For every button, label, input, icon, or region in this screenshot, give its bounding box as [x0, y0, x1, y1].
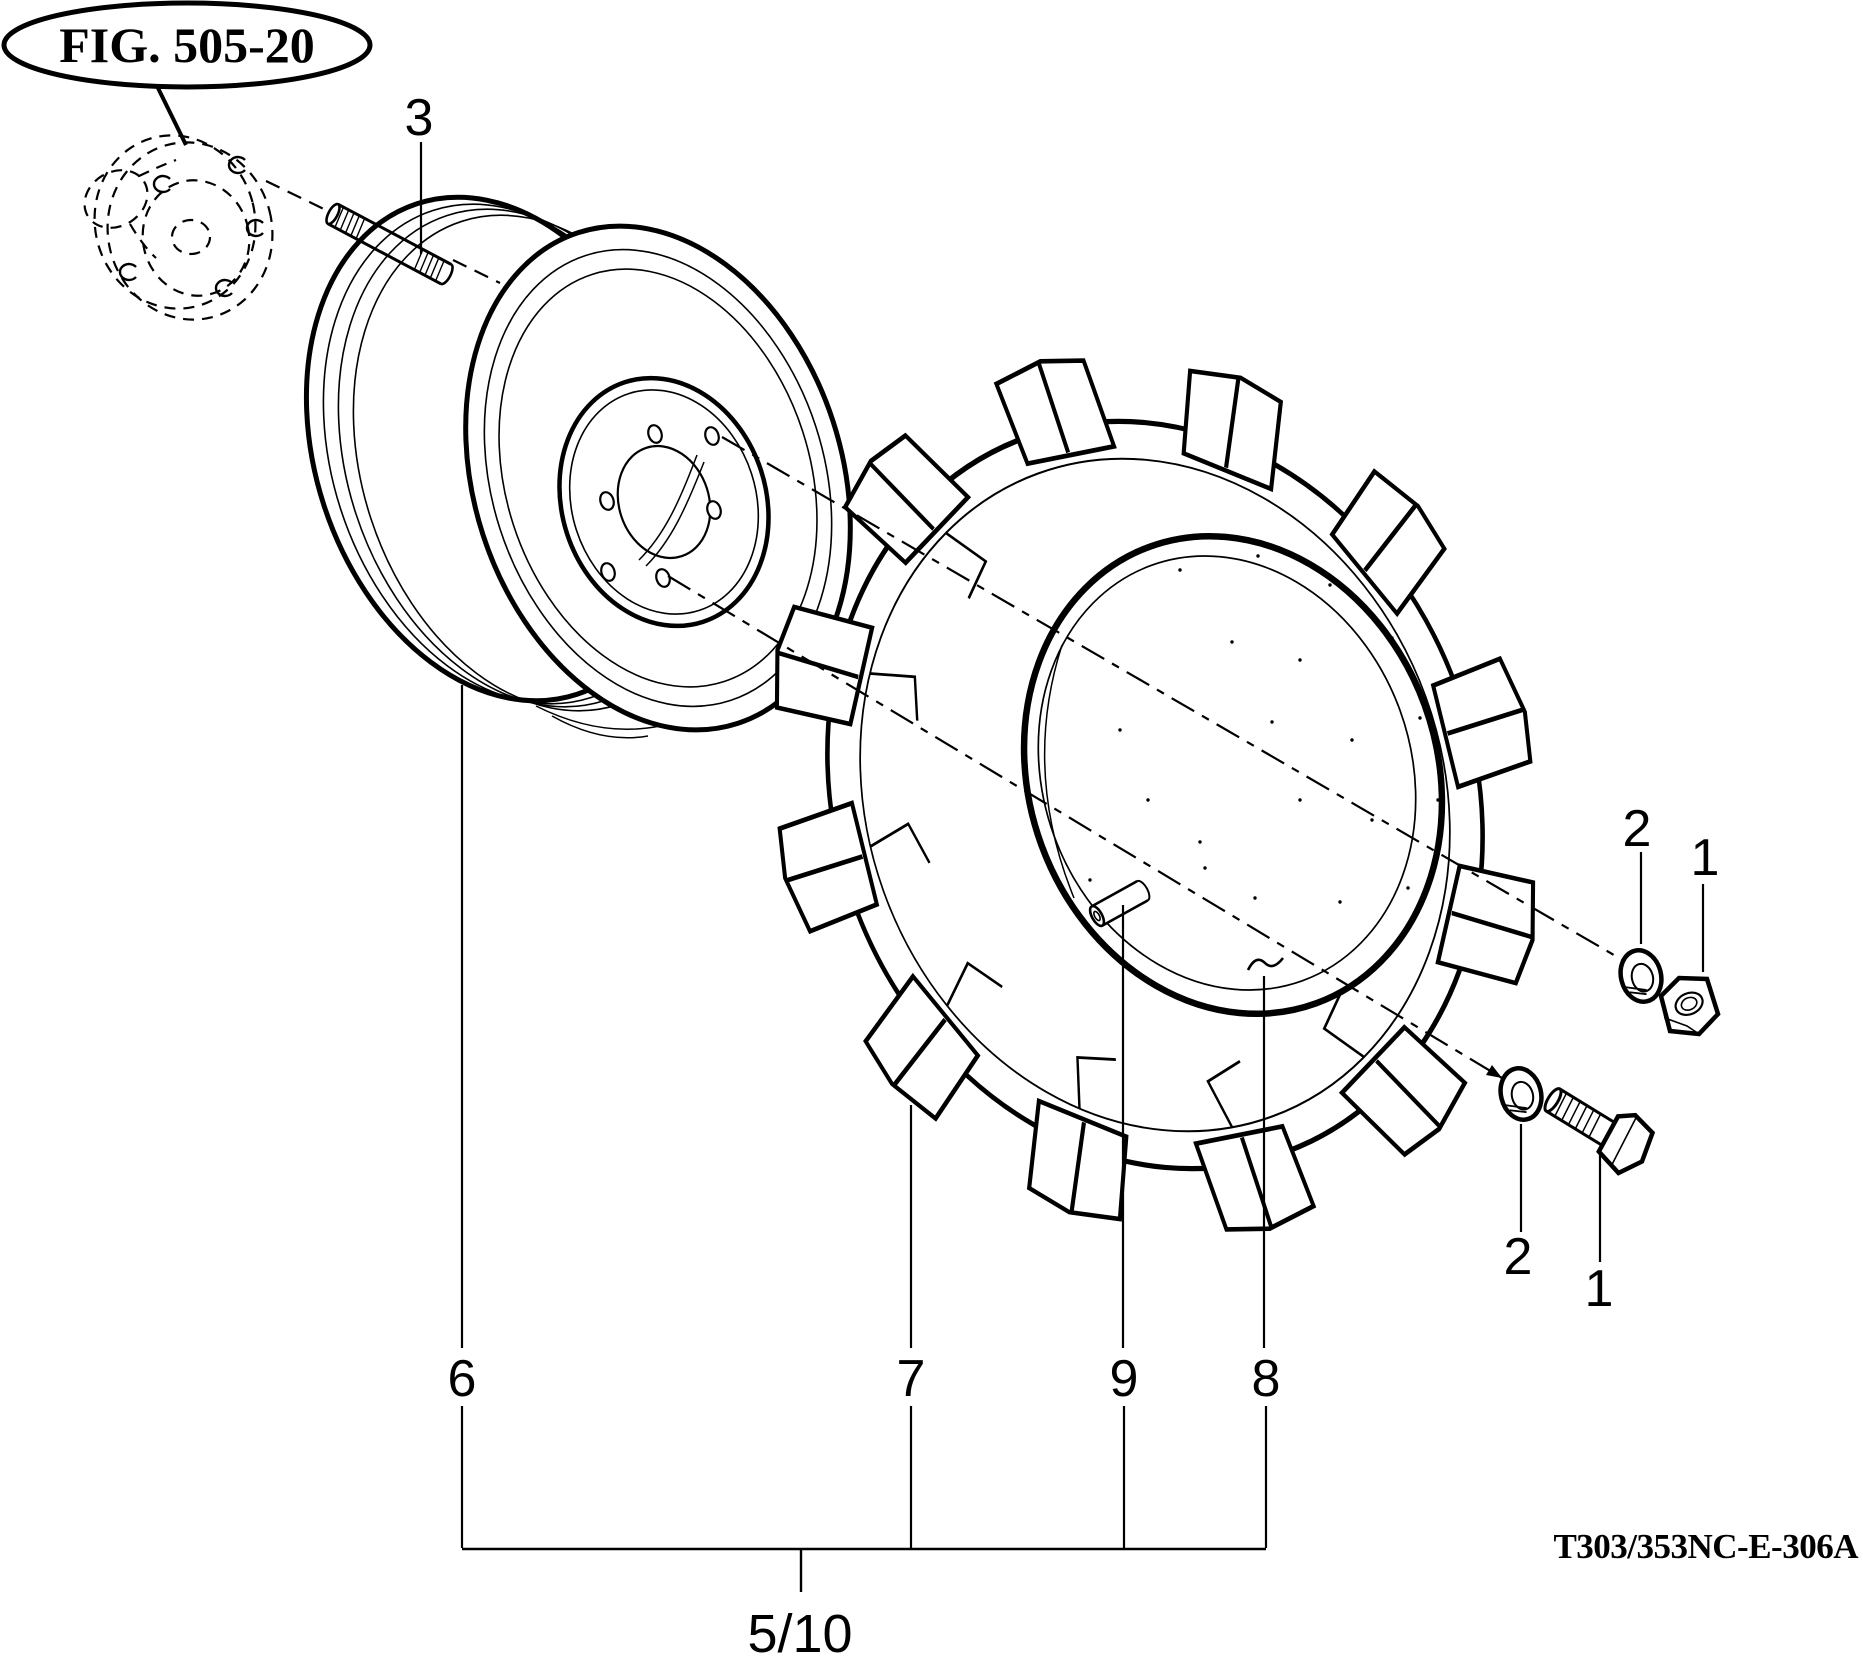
tire [640, 237, 1670, 1353]
hex-bolt [1543, 1087, 1656, 1176]
callout-rim: 6 [448, 1350, 477, 1408]
liner-stipple-dots [1088, 554, 1440, 904]
centerline-arrowhead [1486, 1065, 1502, 1078]
leader-valve [1121, 905, 1126, 1548]
sheet-number: 5/10 [747, 1604, 852, 1659]
figure-ref-label: FIG. 505-20 [59, 17, 315, 73]
spring-washer-lower [1495, 1064, 1546, 1124]
callout-nut-upper: 1 [1691, 829, 1720, 887]
group-bracket [462, 1547, 1266, 1592]
assembly-centerlines [667, 436, 1627, 1079]
hex-nut [1658, 975, 1721, 1037]
callout-tube: 8 [1252, 1350, 1281, 1408]
figure-ref-bubble [1, 0, 373, 90]
drawing-code: T303/353NC-E-306A [1553, 1527, 1859, 1566]
callout-tire: 7 [897, 1350, 926, 1408]
callout-valve: 9 [1110, 1350, 1139, 1408]
tube-mark [1246, 957, 1285, 971]
stud-axis-centerline [265, 180, 501, 284]
tire-liner-contour [1043, 644, 1075, 899]
tire-bead-opening [1020, 532, 1446, 1018]
valve-stem [1088, 879, 1151, 928]
leader-lines [419, 142, 1705, 1548]
figure-ref-leader [156, 87, 188, 146]
callout-stud: 3 [405, 89, 434, 147]
wheel-stud [325, 202, 454, 286]
callout-washer-lower: 2 [1504, 1228, 1533, 1286]
wheel-rim [303, 194, 853, 739]
axle-hub-phantom [83, 134, 274, 321]
rim-center-bore [616, 444, 712, 560]
callout-washer-upper: 2 [1623, 800, 1652, 858]
leader-tube [1262, 976, 1268, 1548]
callout-bolt-lower: 1 [1585, 1260, 1614, 1318]
